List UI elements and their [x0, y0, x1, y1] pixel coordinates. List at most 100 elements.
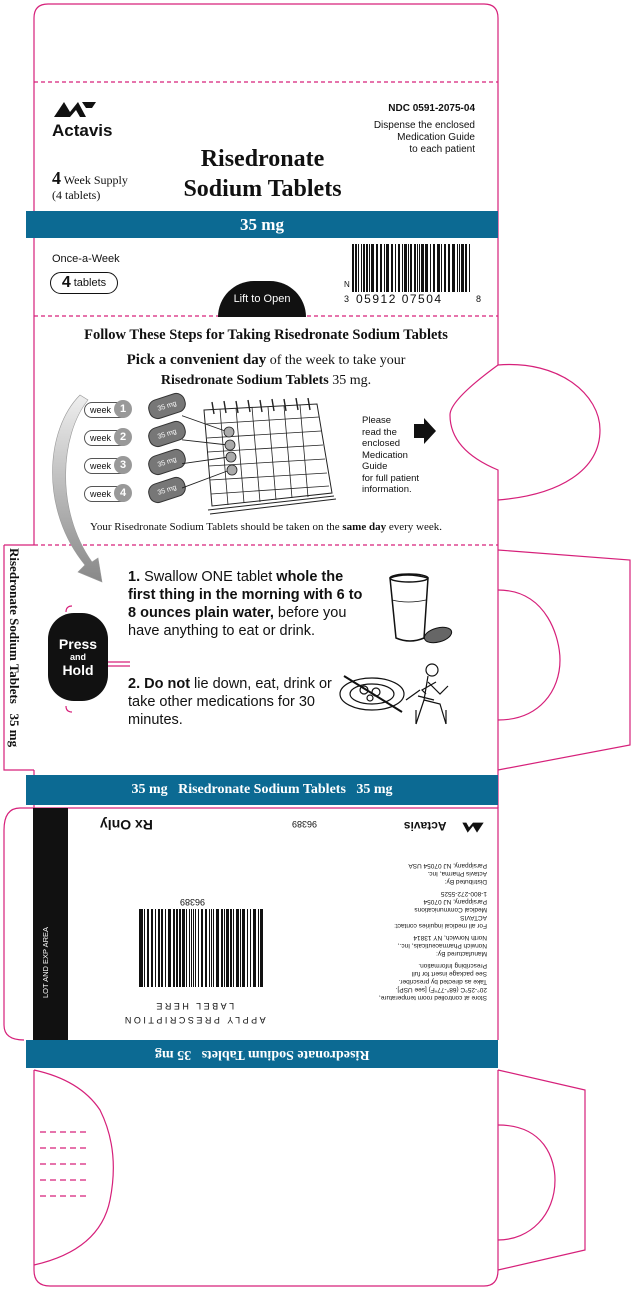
barcode-bar	[249, 909, 252, 987]
med-guide-note: Please read the enclosed Medication Guid…	[362, 415, 419, 496]
pick-bold: Pick a convenient day	[126, 352, 267, 368]
barcode-bar	[358, 244, 359, 292]
barcode-bar	[376, 244, 378, 292]
upc-digits: 05912 07504	[356, 292, 443, 306]
barcode-bar	[459, 244, 460, 292]
barcode-bar	[253, 909, 256, 987]
note-line: information.	[362, 484, 412, 495]
step-2-number: 2.	[128, 676, 141, 692]
barcode-bar	[164, 909, 167, 987]
tablets-count: 4	[61, 274, 71, 291]
week-row: week 1	[84, 400, 132, 418]
arrow-right-icon	[414, 418, 436, 444]
back-text-block: Store at controlled room temperature, 20…	[337, 861, 487, 1001]
barcode-bar	[402, 244, 403, 292]
pick-day-text: Pick a convenient day of the week to tak…	[34, 350, 498, 391]
barcode-bar	[238, 909, 240, 987]
lot-exp-label: LOT AND EXP AREA	[41, 926, 50, 998]
storage-line: 20°-25°C (68°-77°F) [see USP].	[395, 986, 487, 993]
note-line: read the	[362, 426, 397, 438]
label-here-line: APPLY PRESCRIPTION	[122, 1015, 266, 1025]
barcode-bar	[236, 909, 238, 987]
glass-of-water-icon	[389, 573, 453, 644]
barcode-bar	[200, 909, 204, 987]
barcode-bar	[172, 909, 176, 987]
label-here-line: LABEL HERE	[153, 1001, 235, 1011]
barcode-bar	[154, 909, 157, 987]
dispense-note: Dispense the enclosed Medication Guide t…	[355, 120, 475, 156]
note-line: enclosed	[362, 438, 401, 449]
note-line: Medication	[362, 449, 408, 461]
frequency: Once-a-Week	[52, 253, 120, 265]
step-2-post: lie down, eat, drink or take other medic…	[128, 676, 332, 728]
pick-rest: of the week to take your	[266, 353, 406, 368]
barcode-bar	[437, 244, 440, 292]
lift-to-open-tab[interactable]: Lift to Open	[218, 281, 306, 317]
barcode-bar	[147, 909, 149, 987]
tablets-label: tablets	[73, 277, 107, 289]
barcode-bar	[408, 244, 409, 292]
contact-line: ACTAVIS	[460, 914, 487, 921]
barcode-bar	[414, 244, 416, 292]
product-name: Risedronate Sodium Tablets	[160, 144, 365, 204]
press-and-hold-button[interactable]: Press and Hold	[48, 613, 108, 701]
note-line: Please	[362, 415, 392, 426]
barcode-bar	[391, 244, 393, 292]
barcode-bar	[224, 909, 226, 987]
back-barcode	[138, 909, 263, 987]
side-panel-strength: 35 mg	[7, 713, 22, 748]
step-2: 2. Do not lie down, eat, drink or take o…	[128, 675, 348, 729]
lot-exp-area: LOT AND EXP AREA	[33, 808, 68, 1040]
mfg-line: Norwich Pharmaceuticals, Inc.,	[397, 942, 487, 949]
barcode-bar	[361, 244, 362, 292]
barcode-bar	[193, 909, 195, 987]
week-number: 4	[114, 484, 132, 502]
actavis-logo-icon	[462, 822, 484, 833]
mfg-line: Manufactured By:	[436, 950, 487, 957]
dispense-line: Medication Guide	[397, 132, 475, 143]
dispense-line: to each patient	[409, 144, 475, 155]
contact-line: For all medical inquiries contact:	[394, 922, 487, 929]
supply-sub: (4 tablets)	[52, 188, 101, 202]
supply-info: 4 Week Supply (4 tablets)	[52, 168, 128, 203]
step-1-pre: Swallow ONE tablet	[144, 569, 277, 585]
strength-band-top: 35 mg	[26, 211, 498, 238]
back-logo-text: Actavis	[403, 819, 447, 833]
barcode-bar	[430, 244, 431, 292]
barcode-bar	[190, 909, 193, 987]
barcode-bar	[185, 909, 187, 987]
press-line: Press	[58, 636, 98, 652]
mfg-line: North Norwich, NY 13814	[413, 934, 487, 941]
barcode-bar	[150, 909, 153, 987]
storage-line: Store at controlled room temperature,	[378, 994, 487, 1001]
pick-line2-bold: Risedronate Sodium Tablets	[160, 373, 329, 388]
upc-barcode	[352, 244, 472, 292]
barcode-bar	[352, 244, 354, 292]
barcode-bar	[216, 909, 219, 987]
barcode-bar	[178, 909, 182, 987]
supply-label: Week Supply	[63, 173, 128, 187]
step-1-number: 1.	[128, 569, 141, 585]
week-text: week	[90, 405, 112, 415]
barcode-bar	[208, 909, 210, 987]
barcode-bar	[144, 909, 146, 987]
barcode-bar	[182, 909, 185, 987]
week-row: week 3	[84, 456, 132, 474]
press-tab-outline	[65, 605, 130, 713]
step-1-bold: whole the first thing in the morning wit…	[128, 569, 363, 621]
barcode-bar	[257, 909, 260, 987]
band-bottom-strength: 35 mg	[154, 1047, 191, 1062]
ndc-number: NDC 0591-2075-04	[388, 103, 475, 114]
barcode-bar	[168, 909, 171, 987]
step-2-bold: Do not	[144, 676, 191, 692]
pick-line2-rest: 35 mg.	[328, 373, 372, 388]
steps-heading: Follow These Steps for Taking Risedronat…	[84, 327, 448, 343]
barcode-bar	[448, 244, 450, 292]
barcode-bar	[380, 244, 382, 292]
dist-line: Parsippany, NJ 07054 USA	[408, 862, 487, 869]
barcode-bar	[452, 244, 455, 292]
contact-line: 1-800-272-5525	[440, 890, 487, 897]
dist-line: Actavis Pharma, Inc.	[427, 870, 487, 877]
barcode-bar	[441, 244, 442, 292]
storage-line: Prescribing Information.	[418, 962, 487, 969]
